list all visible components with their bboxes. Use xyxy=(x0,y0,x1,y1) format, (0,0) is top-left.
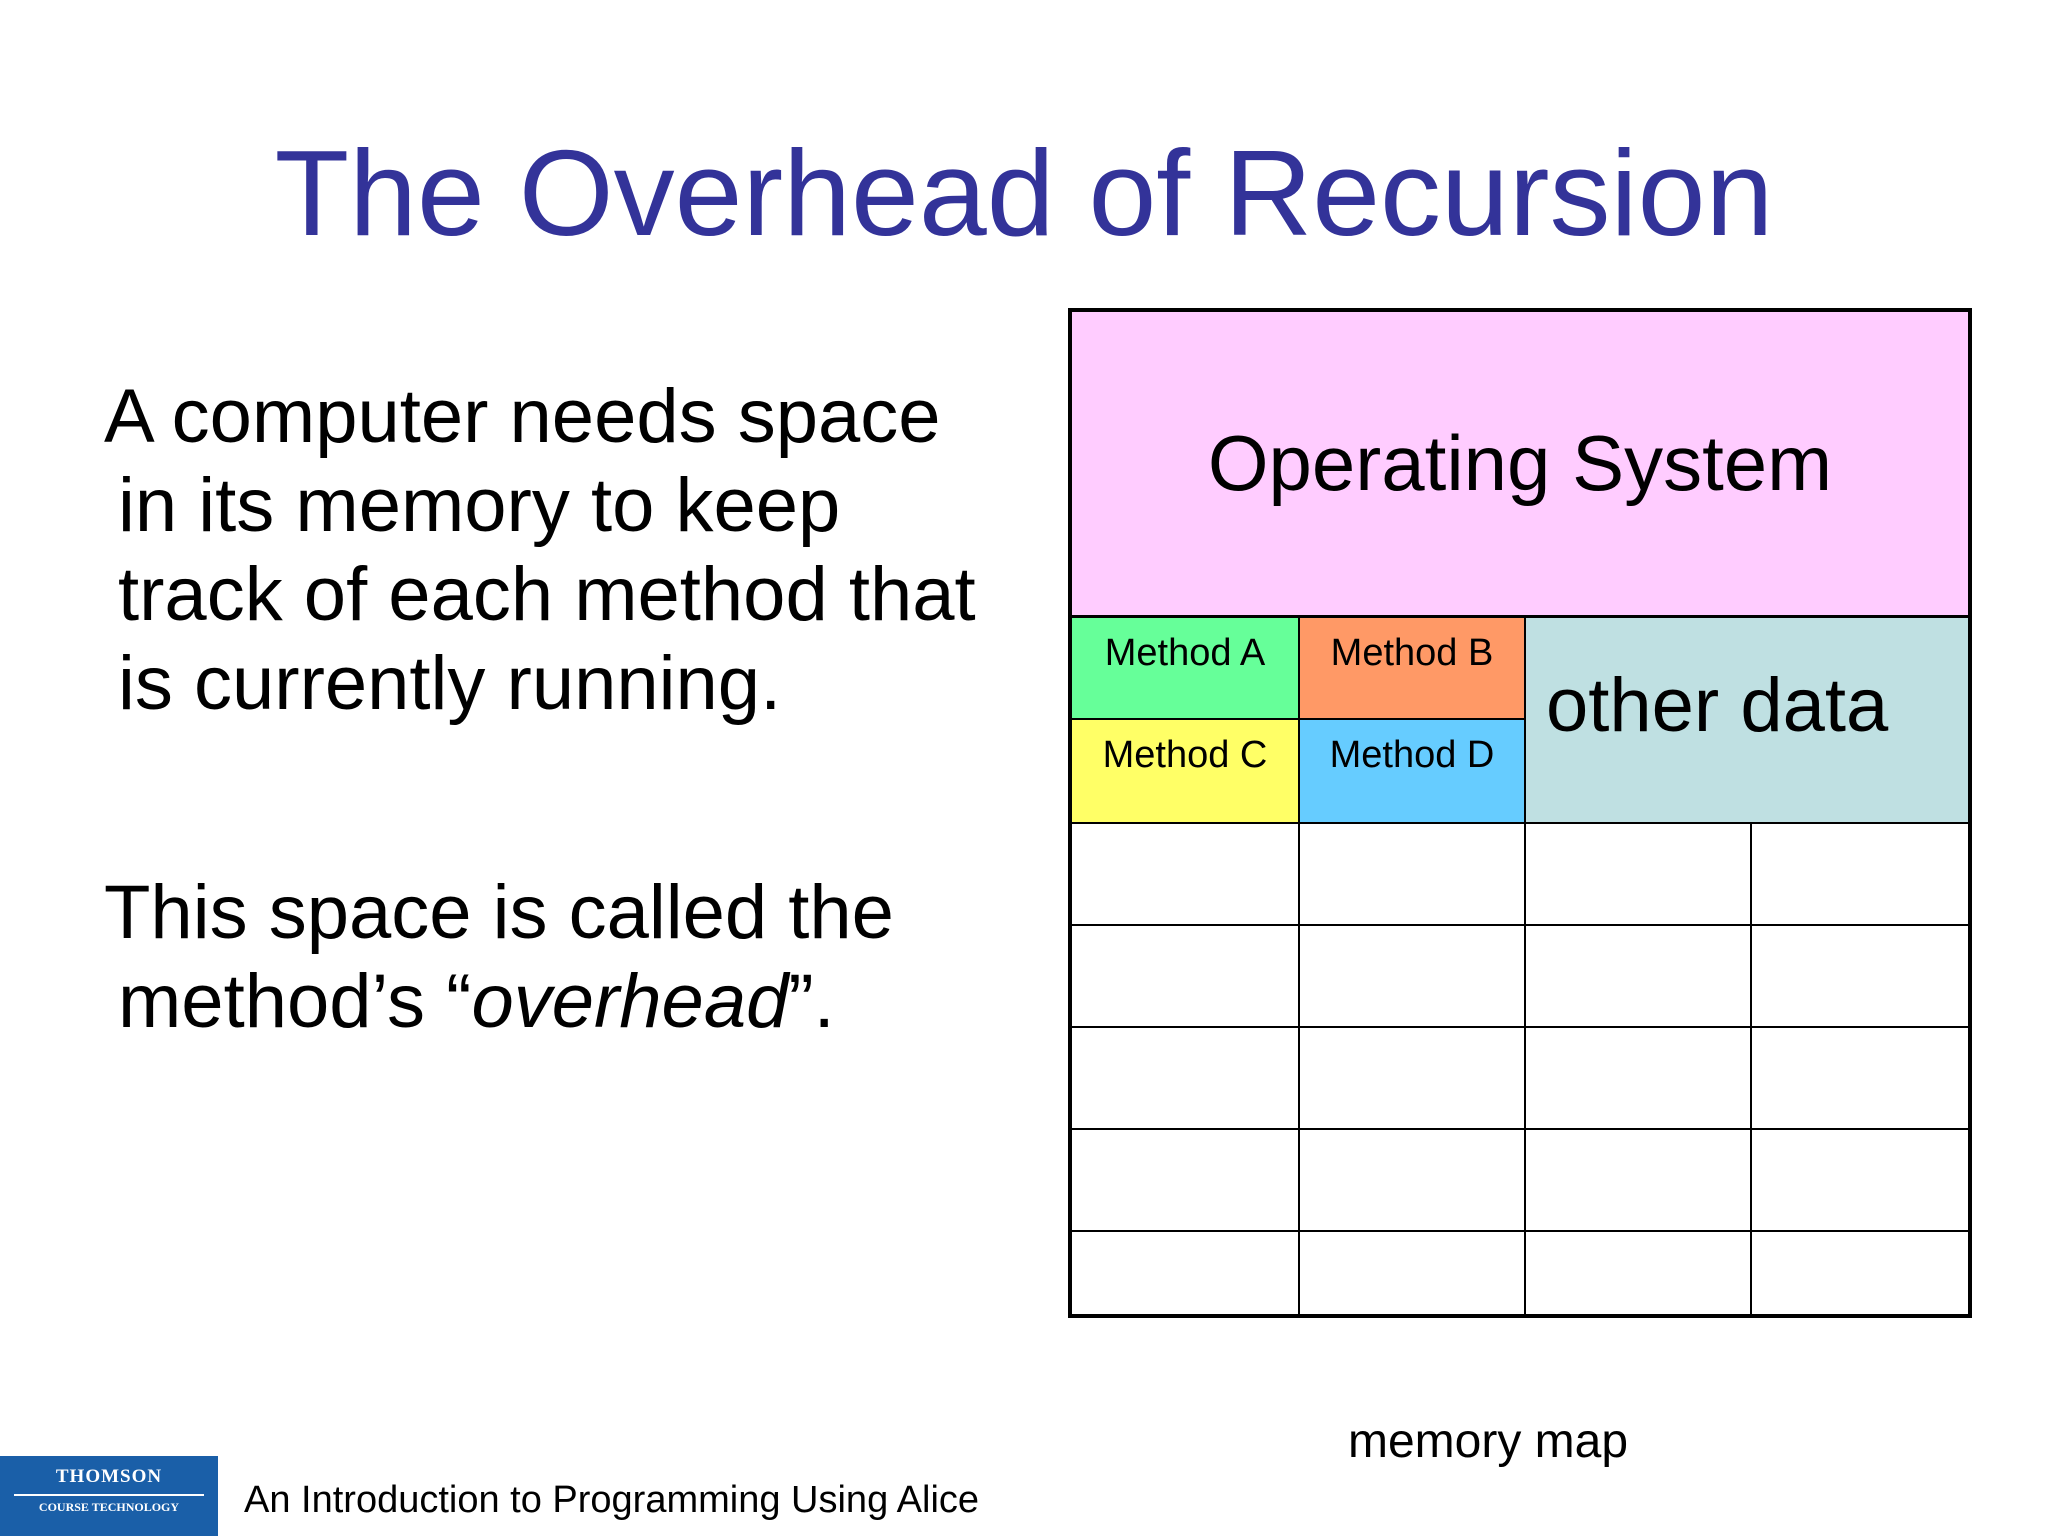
method-a-block: Method A xyxy=(1072,618,1300,720)
paragraph-2-prefix: This space is called the method’s “ xyxy=(104,870,894,1044)
method-d-block: Method D xyxy=(1300,720,1526,824)
empty-memory-cell xyxy=(1752,926,1968,1028)
overhead-emphasis: overhead xyxy=(471,959,789,1044)
slide-title: The Overhead of Recursion xyxy=(274,125,1774,261)
body-paragraph-2: This space is called the method’s “overh… xyxy=(104,868,1004,1046)
logo-line-2: COURSE TECHNOLOGY xyxy=(38,1500,180,1514)
empty-memory-cell xyxy=(1300,1028,1526,1130)
method-c-block: Method C xyxy=(1072,720,1300,824)
empty-memory-cell xyxy=(1526,1232,1752,1314)
operating-system-block: Operating System xyxy=(1072,312,1968,618)
empty-memory-cell xyxy=(1526,824,1752,926)
paragraph-2-text: This space is called the method’s “overh… xyxy=(104,868,1004,1046)
empty-memory-cell xyxy=(1072,1028,1300,1130)
logo-divider xyxy=(14,1494,204,1496)
empty-memory-cell xyxy=(1072,1232,1300,1314)
thomson-logo: THOMSON COURSE TECHNOLOGY xyxy=(0,1456,218,1536)
paragraph-1-text: A computer needs space in its memory to … xyxy=(104,374,976,726)
empty-memory-cell xyxy=(1300,1130,1526,1232)
empty-memory-cell xyxy=(1526,926,1752,1028)
memory-map-caption: memory map xyxy=(1348,1415,1629,1468)
empty-memory-cell xyxy=(1072,1130,1300,1232)
empty-memory-cell xyxy=(1526,1028,1752,1130)
empty-memory-cell xyxy=(1300,926,1526,1028)
empty-memory-cell xyxy=(1300,1232,1526,1314)
other-data-block: other data xyxy=(1526,618,1968,824)
empty-memory-cell xyxy=(1072,824,1300,926)
empty-memory-cell xyxy=(1752,1232,1968,1314)
method-b-block: Method B xyxy=(1300,618,1526,720)
logo-line-1: THOMSON xyxy=(55,1466,163,1487)
paragraph-2-suffix: ”. xyxy=(788,959,835,1044)
body-paragraph-1: A computer needs space in its memory to … xyxy=(104,372,1004,728)
empty-memory-cell xyxy=(1752,824,1968,926)
empty-memory-cell xyxy=(1752,1028,1968,1130)
empty-memory-cell xyxy=(1752,1130,1968,1232)
empty-memory-cell xyxy=(1072,926,1300,1028)
empty-memory-cell xyxy=(1526,1130,1752,1232)
empty-memory-cell xyxy=(1300,824,1526,926)
memory-map-diagram: Operating System Method A Method B Metho… xyxy=(1068,308,1972,1318)
footer-course-title: An Introduction to Programming Using Ali… xyxy=(244,1479,980,1521)
